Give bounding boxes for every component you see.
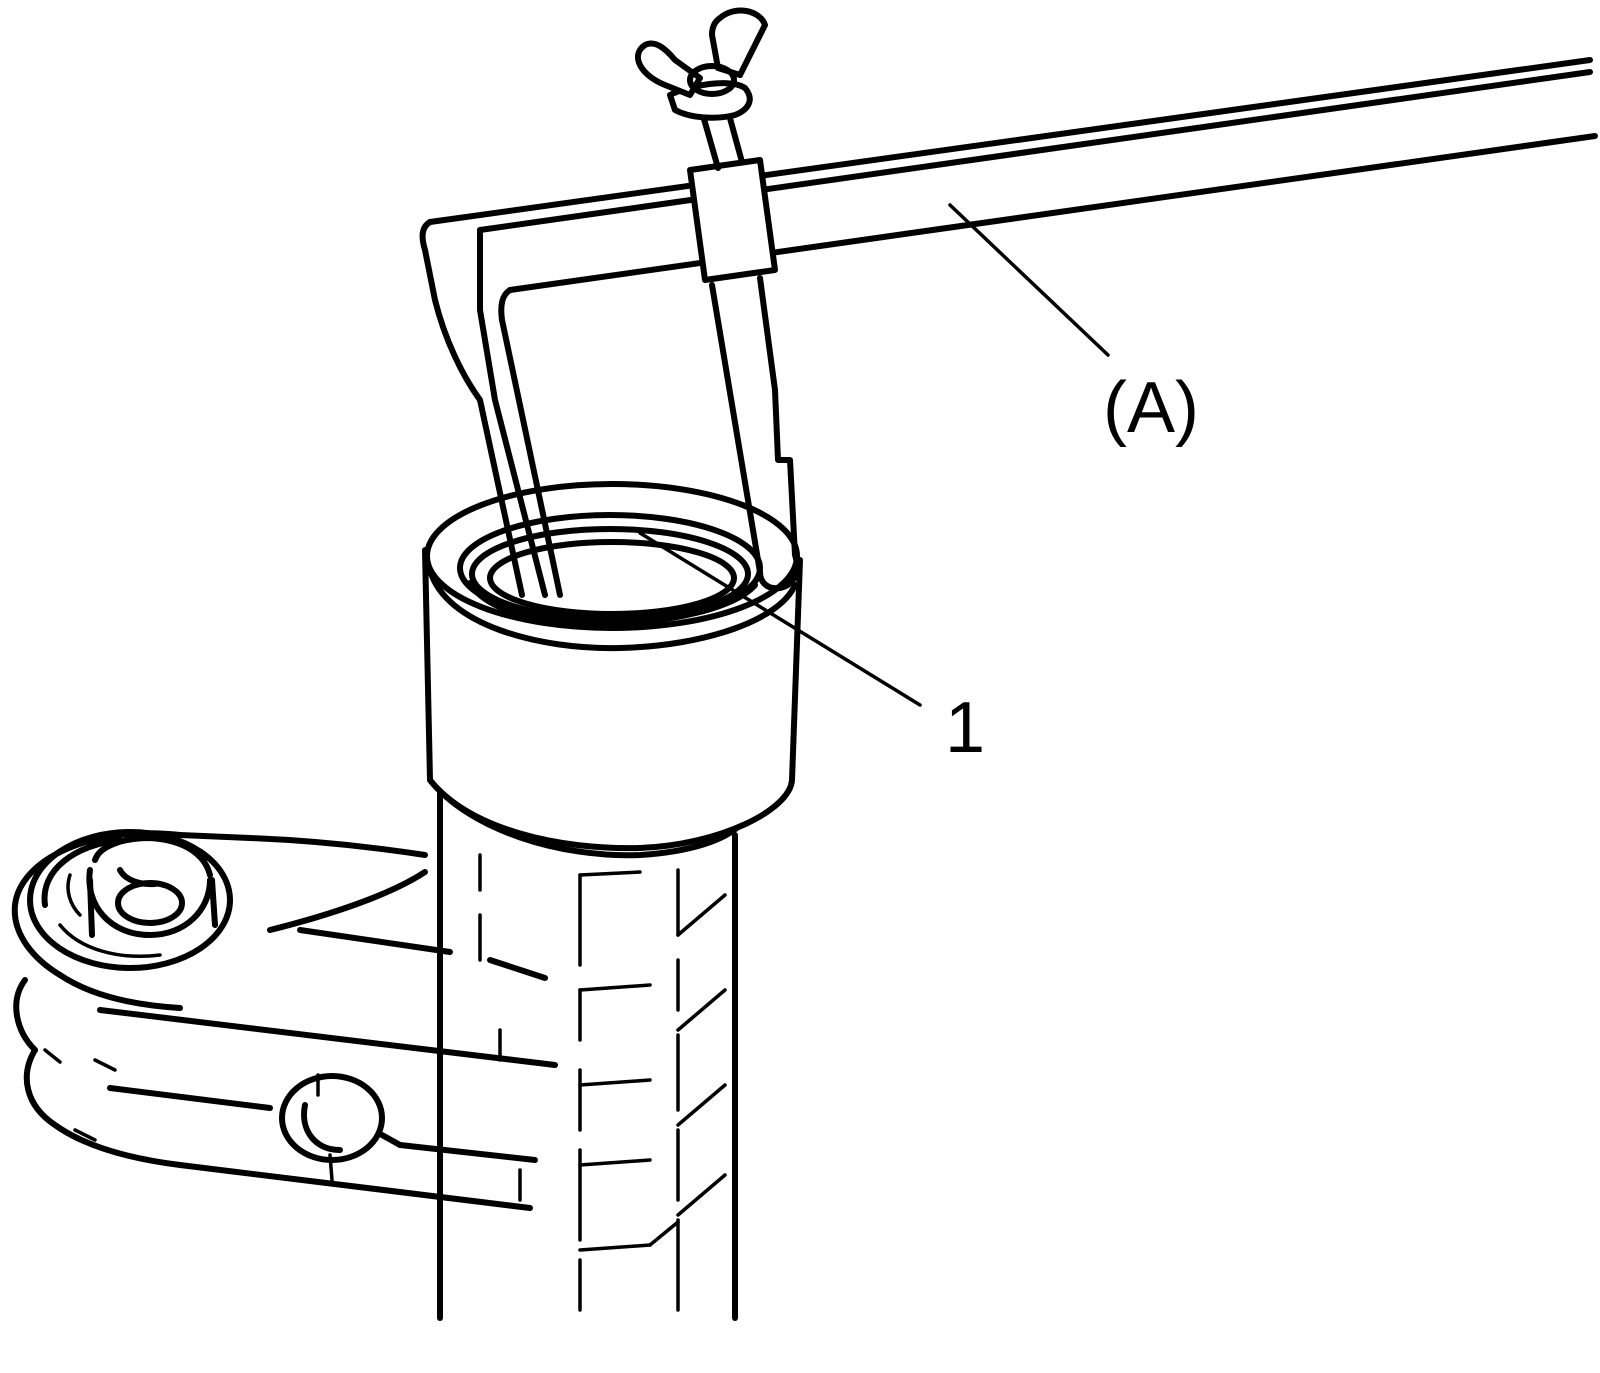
leader-line-1 [638, 531, 922, 707]
callout-1: 1 [638, 531, 985, 768]
callout-a: (A) [948, 203, 1199, 448]
shock-tube [427, 777, 743, 1321]
upper-cylinder [422, 481, 803, 852]
leader-line-a [948, 203, 1110, 357]
label-tool-a: (A) [1103, 368, 1199, 448]
caliper-tool [419, 7, 1598, 598]
housing-arm [11, 829, 558, 1211]
label-part-1: 1 [945, 688, 985, 768]
